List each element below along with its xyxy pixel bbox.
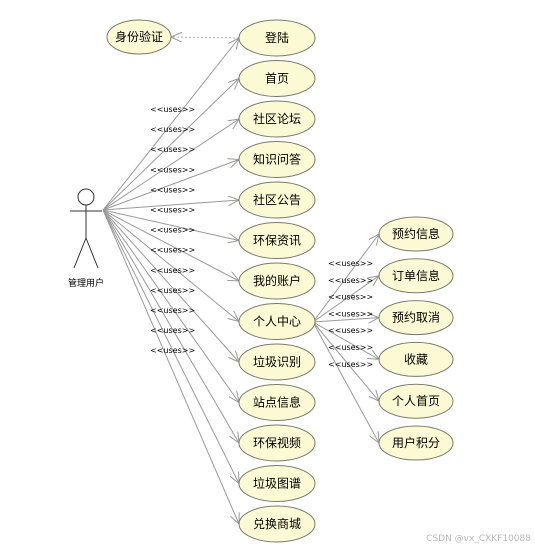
- usecase-3: 社区论坛: [238, 100, 316, 138]
- subcase-2-label: 订单信息: [392, 268, 440, 283]
- auth-dependency-arrow: [171, 37, 240, 38]
- uses-arrow-7: [102, 209, 239, 281]
- usecase-1-label: 登陆: [265, 30, 289, 45]
- usecase-12-label: 垃圾图谱: [253, 476, 301, 491]
- sub-uses-label: <<uses>>: [328, 326, 373, 335]
- sub-uses-label: <<uses>>: [328, 343, 373, 352]
- usecase-3-label: 社区论坛: [253, 111, 301, 126]
- usecase-11: 环保视频: [238, 424, 316, 462]
- uses-arrow-10: [102, 209, 239, 403]
- uses-label: <<uses>>: [150, 246, 195, 255]
- uses-arrow-5: [102, 200, 239, 211]
- uses-label: <<uses>>: [150, 326, 195, 335]
- uses-label: <<uses>>: [150, 286, 195, 295]
- uses-arrow-12: [102, 209, 239, 484]
- usecase-1: 登陆: [238, 19, 316, 57]
- uses-arrow-13: [102, 209, 239, 524]
- subcase-1-label: 预约信息: [392, 226, 440, 241]
- usecase-13: 兑换商城: [238, 505, 316, 543]
- uses-label: <<uses>>: [150, 125, 195, 134]
- usecase-12: 垃圾图谱: [238, 465, 316, 502]
- usecase-7-label: 我的账户: [253, 273, 301, 288]
- subcase-5-label: 个人首页: [392, 394, 440, 408]
- subcase-1: 预约信息: [378, 216, 454, 252]
- usecase-4: 知识问答: [238, 141, 316, 178]
- sub-uses-label: <<uses>>: [328, 259, 373, 268]
- subcase-3: 预约取消: [378, 300, 454, 336]
- uses-arrow-4: [102, 160, 239, 211]
- subcase-4-label: 收藏: [404, 352, 428, 366]
- usecase-7: 我的账户: [238, 262, 316, 300]
- subcase-6-label: 用户积分: [392, 435, 440, 450]
- usecase-6: 环保资讯: [238, 222, 316, 259]
- uses-label: <<uses>>: [150, 346, 195, 355]
- usecase-9: 垃圾识别: [238, 343, 316, 381]
- usecase-2-label: 首页: [265, 72, 289, 86]
- sub-uses-arrow-6: [312, 321, 379, 443]
- usecase-11-label: 环保视频: [253, 435, 301, 450]
- usecase-auth: 身份验证: [106, 19, 172, 55]
- sub-uses-arrow-1: [312, 234, 379, 323]
- uses-arrow-11: [102, 209, 239, 443]
- uses-label: <<uses>>: [150, 266, 195, 275]
- usecase-9-label: 垃圾识别: [253, 354, 301, 369]
- uses-label: <<uses>>: [150, 105, 195, 114]
- uses-label: <<uses>>: [150, 165, 195, 174]
- sub-uses-arrow-3: [312, 318, 379, 322]
- uses-arrow-6: [102, 209, 239, 241]
- sub-uses-label: <<uses>>: [328, 360, 373, 369]
- uses-arrow-8: [102, 209, 239, 322]
- uses-label: <<uses>>: [150, 226, 195, 235]
- usecase-6-label: 环保资讯: [253, 234, 301, 248]
- sub-uses-arrow-4: [312, 321, 379, 359]
- usecase-8: 个人中心: [238, 303, 316, 340]
- usecase-2: 首页: [238, 60, 316, 97]
- usecase-10: 站点信息: [238, 384, 316, 421]
- usecase-8-label: 个人中心: [253, 314, 301, 329]
- sub-uses-label: <<uses>>: [328, 276, 373, 285]
- sub-uses-arrow-5: [312, 321, 379, 401]
- usecase-10-label: 站点信息: [253, 395, 301, 410]
- sub-uses-label: <<uses>>: [328, 293, 373, 302]
- actor-label: 管理用户: [68, 277, 104, 289]
- subcase-2: 订单信息: [378, 258, 454, 294]
- uses-label: <<uses>>: [150, 206, 195, 215]
- watermark: CSDN @vx_CXKF10088: [426, 534, 531, 544]
- subcase-5: 个人首页: [378, 383, 454, 419]
- uses-arrow-3: [102, 119, 239, 211]
- subcase-6: 用户积分: [378, 425, 454, 461]
- uses-label: <<uses>>: [150, 145, 195, 154]
- sub-uses-label: <<uses>>: [328, 309, 373, 318]
- usecase-5: 社区公告: [238, 181, 316, 219]
- subcase-4: 收藏: [378, 341, 454, 377]
- uses-arrow-9: [102, 209, 239, 362]
- actor-icon: [70, 188, 102, 269]
- uses-label: <<uses>>: [150, 306, 195, 315]
- uses-label: <<uses>>: [150, 185, 195, 194]
- subcase-3-label: 预约取消: [392, 310, 440, 325]
- usecase-4-label: 知识问答: [253, 152, 301, 167]
- sub-uses-arrow-2: [312, 276, 379, 323]
- uses-arrow-2: [102, 79, 239, 211]
- uses-arrow-1: [102, 38, 239, 211]
- usecase-5-label: 社区公告: [253, 192, 301, 207]
- usecase-13-label: 兑换商城: [253, 516, 301, 531]
- usecase-auth-label: 身份验证: [115, 29, 163, 44]
